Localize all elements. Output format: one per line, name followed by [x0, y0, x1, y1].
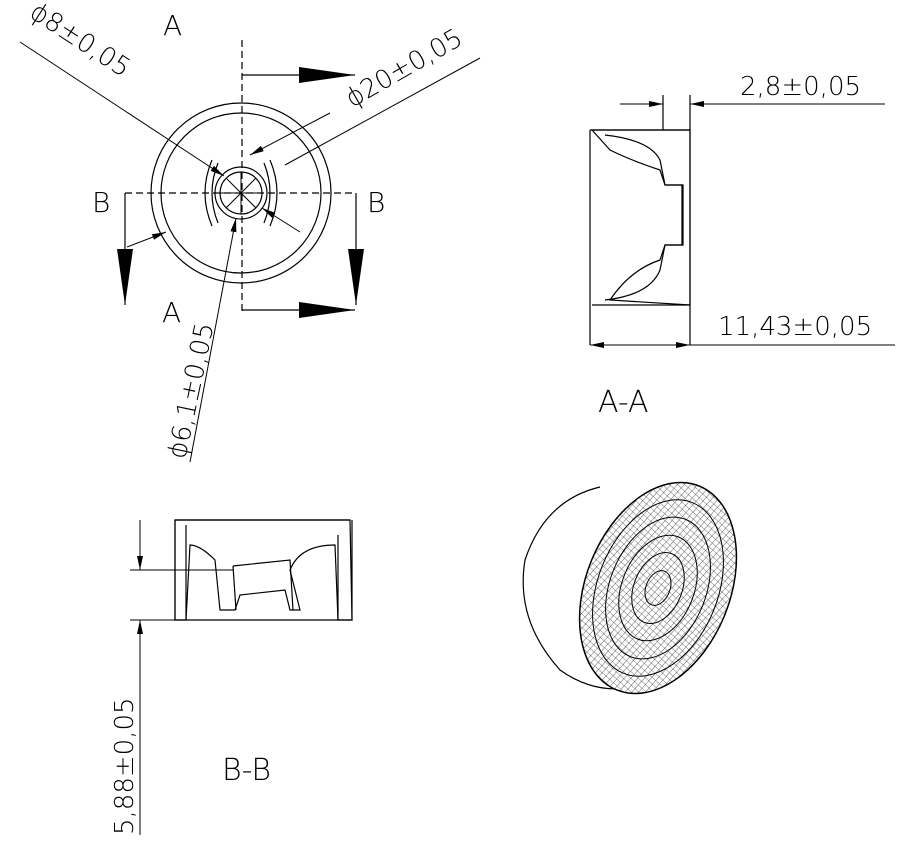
section-bb-lens	[232, 559, 294, 611]
isometric-view	[522, 459, 766, 717]
section-aa-lens-profile	[604, 134, 684, 301]
lens-microstructure	[550, 459, 766, 717]
dim-8: ϕ8±0,05	[24, 0, 135, 84]
section-label-b-right: B	[367, 186, 385, 219]
section-bb-title: B-B	[222, 753, 271, 788]
leader-dim-6-1-arrow	[261, 207, 301, 233]
section-aa-outline	[589, 129, 691, 345]
section-label-b-left: B	[92, 186, 110, 219]
dim-11-43: 11,43±0,05	[718, 312, 872, 342]
section-bb: 5,88±0,05 B-B	[110, 519, 353, 835]
leader-dim-6-1	[189, 217, 237, 463]
section-aa-ext-lines-top	[662, 95, 691, 130]
section-aa-title: A-A	[598, 385, 649, 420]
section-aa-hatch-body	[590, 129, 691, 306]
leader-dim-20-line	[284, 57, 481, 166]
leader-dim-20-arrow	[249, 112, 331, 156]
cylinder-body	[522, 486, 636, 690]
section-bb-hatch-body	[174, 519, 353, 621]
dim-2-8: 2,8±0,05	[740, 72, 861, 102]
top-view: A A B B ϕ8±0,05 ϕ20±0,05 ϕ6,1±0,05	[19, 0, 481, 463]
dim-20: ϕ20±0,05	[341, 23, 469, 114]
section-aa: 2,8±0,05 11,43±0,05 A-A	[589, 72, 895, 420]
section-label-a-top: A	[163, 9, 182, 42]
leader-dim-8	[19, 41, 225, 177]
section-bb-ext-lines	[130, 569, 233, 621]
section-bb-outline	[174, 519, 353, 621]
section-label-a-bottom: A	[162, 296, 181, 329]
leader-dim-20-arrow-2	[126, 231, 167, 248]
dim-6-1: ϕ6,1±0,05	[163, 320, 221, 461]
dim-5-88: 5,88±0,05	[110, 697, 140, 835]
